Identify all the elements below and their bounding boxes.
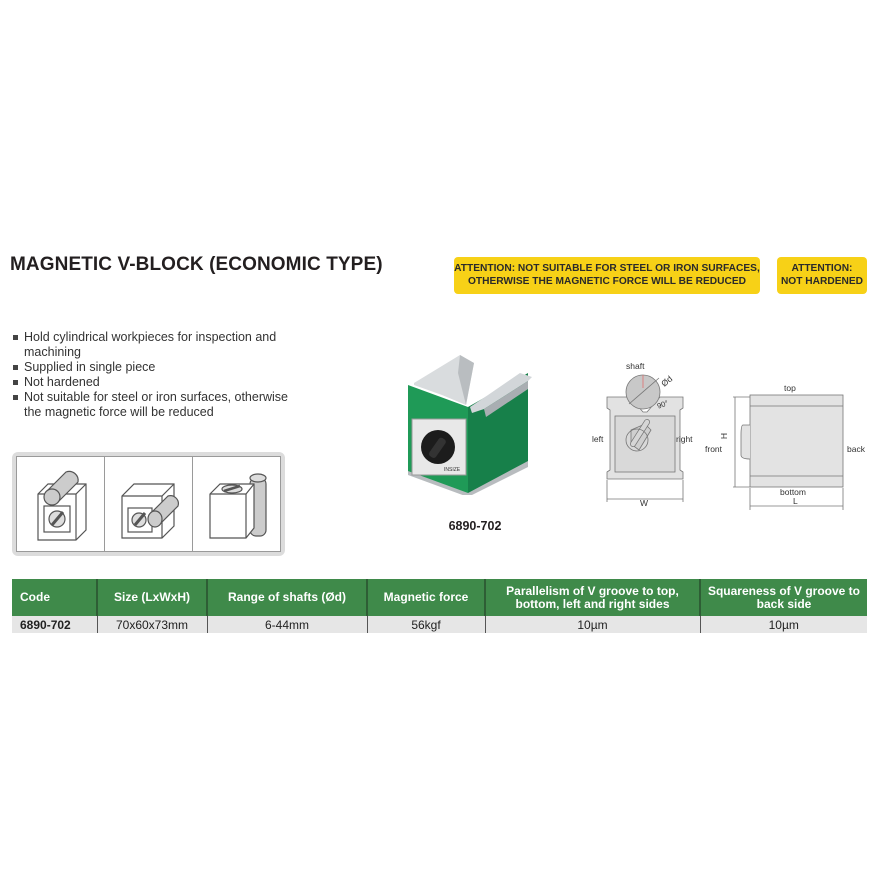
feature-item: Hold cylindrical workpieces for inspecti… (12, 330, 302, 360)
usage-cell-top (17, 457, 105, 551)
label-bottom: bottom (780, 487, 806, 497)
column-header-force: Magnetic force (366, 579, 485, 616)
column-header-squareness: Squareness of V groove to back side (699, 579, 867, 616)
label-right: right (676, 434, 693, 444)
attention-surfaces-badge: ATTENTION: NOT SUITABLE FOR STEEL OR IRO… (454, 257, 760, 294)
feature-item: Not hardened (12, 375, 302, 390)
spec-table: Code Size (LxWxH) Range of shafts (Ød) M… (12, 579, 867, 633)
label-width: W (640, 498, 649, 508)
attention-hardened-badge: ATTENTION: NOT HARDENED (777, 257, 867, 294)
product-photo: INSIZE (400, 345, 540, 497)
side-view-diagram: top front H back bottom L (705, 375, 875, 510)
product-code: 6890-702 (448, 519, 502, 533)
column-header-code: Code (12, 579, 97, 616)
feature-item: Supplied in single piece (12, 360, 302, 375)
table-header-row: Code Size (LxWxH) Range of shafts (Ød) M… (12, 579, 867, 616)
page-title: MAGNETIC V-BLOCK (ECONOMIC TYPE) (10, 254, 383, 275)
front-view-diagram: shaft Ød 90° left right W (585, 352, 705, 517)
usage-illustrations (12, 452, 285, 556)
cell-squareness: 10µm (699, 616, 867, 633)
cell-parallelism: 10µm (484, 616, 700, 633)
cell-code: 6890-702 (12, 616, 97, 633)
shaft-on-top-vblock-icon (36, 470, 87, 541)
svg-text:INSIZE: INSIZE (444, 467, 461, 473)
label-length: L (793, 496, 798, 506)
attention-surfaces-line1: ATTENTION: NOT SUITABLE FOR STEEL OR IRO… (454, 263, 760, 274)
shaft-on-side-vblock-icon (120, 483, 179, 539)
label-shaft: shaft (626, 361, 645, 371)
column-header-range: Range of shafts (Ød) (206, 579, 367, 616)
usage-cell-back (193, 457, 280, 551)
column-header-parallelism: Parallelism of V groove to top, bottom, … (484, 579, 700, 616)
shaft-on-back-vblock-icon (208, 473, 267, 539)
attention-surfaces-line2: OTHERWISE THE MAGNETIC FORCE WILL BE RED… (467, 275, 747, 287)
label-back: back (847, 444, 865, 454)
feature-list: Hold cylindrical workpieces for inspecti… (12, 330, 302, 420)
magnetic-vblock-photo-icon: INSIZE (408, 355, 532, 497)
label-top: top (784, 383, 796, 393)
column-header-size: Size (LxWxH) (96, 579, 207, 616)
cell-range: 6-44mm (206, 616, 367, 633)
usage-cell-side (105, 457, 193, 551)
feature-item: Not suitable for steel or iron surfaces,… (12, 390, 302, 420)
attention-hardened-line2: NOT HARDENED (780, 275, 864, 287)
label-left: left (592, 434, 604, 444)
cell-force: 56kgf (366, 616, 485, 633)
table-row: 6890-702 70x60x73mm 6-44mm 56kgf 10µm 10… (12, 616, 867, 633)
cell-size: 70x60x73mm (96, 616, 207, 633)
attention-hardened-line1: ATTENTION: (791, 263, 853, 274)
label-height: H (719, 432, 730, 440)
label-front: front (705, 444, 723, 454)
